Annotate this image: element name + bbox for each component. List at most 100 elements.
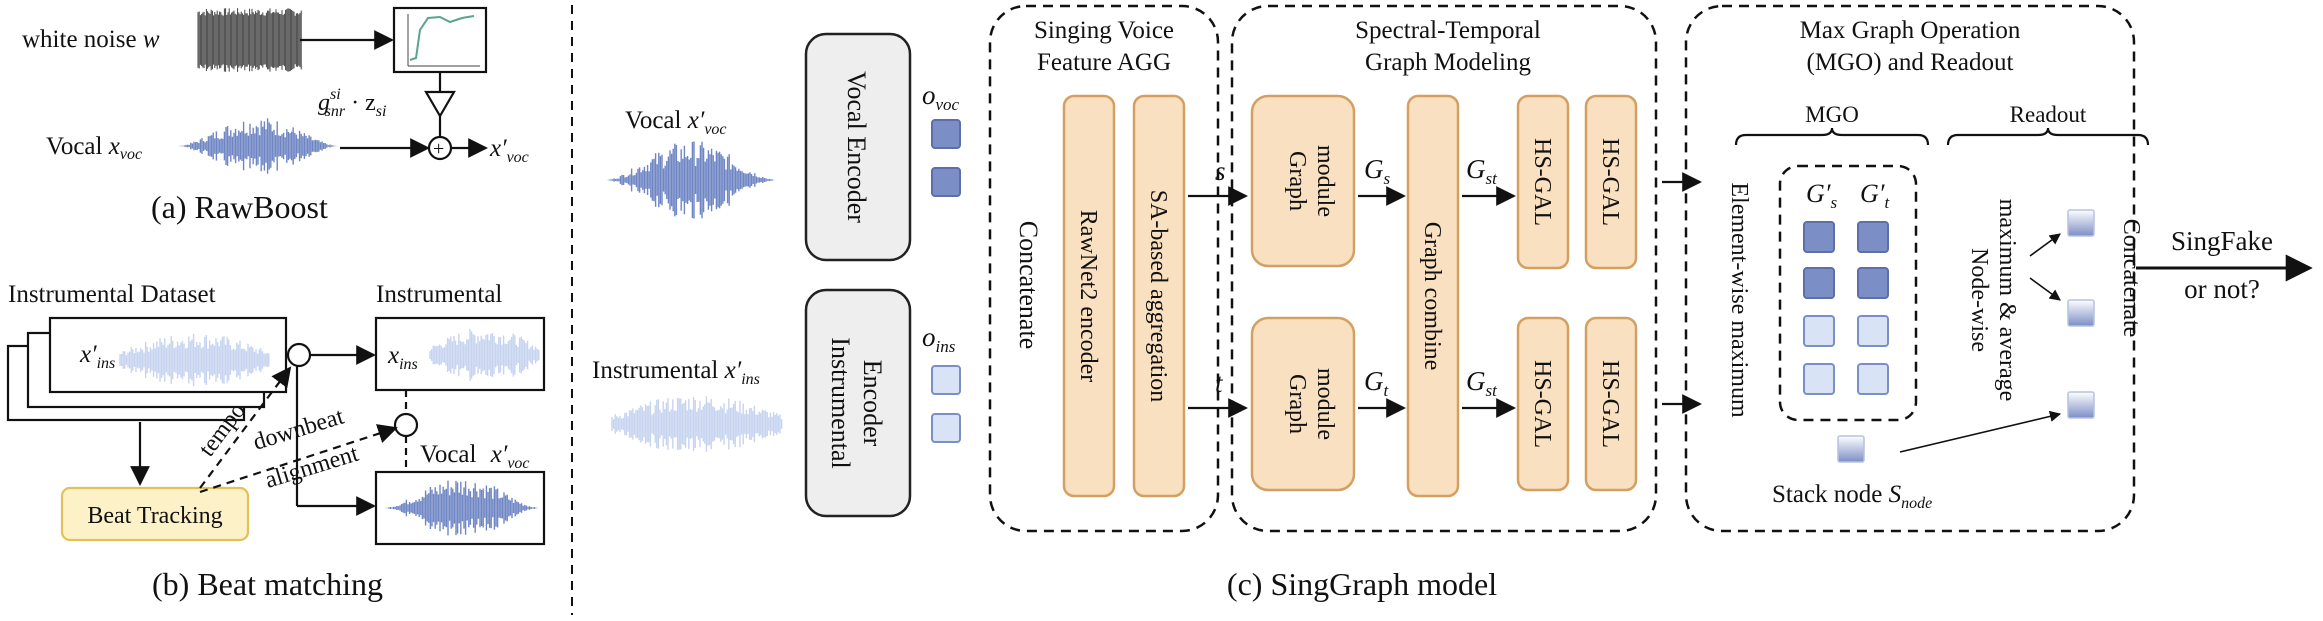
vocal-label-b: Vocal x′voc	[420, 441, 530, 472]
mgo-title-2: (MGO) and Readout	[1807, 49, 2014, 76]
vocal-input-waveform	[606, 141, 775, 219]
graph-module-temporal-label-2: module	[1312, 368, 1338, 440]
gs-node-4	[1803, 363, 1835, 395]
dataset-var: x′ins	[79, 341, 115, 372]
agg-title-1: Singing Voice	[1034, 17, 1174, 44]
stack-node-icon	[1837, 435, 1865, 463]
s-label: s	[1215, 156, 1226, 186]
instrumental-encoder-label-2: Encoder	[858, 360, 887, 447]
feature-agg-group	[988, 4, 1220, 533]
agg-title-2: Feature AGG	[1037, 49, 1171, 76]
hs-gal-top-1-label: HS-GAL	[1529, 138, 1555, 226]
instrumental-var: xins	[387, 342, 418, 373]
nodewise-label-1: Node-wise	[1966, 248, 1992, 352]
plus-sign: +	[433, 138, 444, 160]
readout-arrow-1	[2029, 233, 2061, 257]
sa-aggregation-label: SA-based aggregation	[1145, 190, 1171, 403]
mgo-readout-group	[1684, 4, 2136, 533]
readout-node-1	[2067, 209, 2095, 237]
rawnet2-encoder-box	[1062, 94, 1116, 498]
graph-module-spectral-box	[1250, 94, 1356, 268]
gt-label: Gt	[1364, 366, 1390, 400]
hs-gal-top-1-box	[1516, 94, 1570, 270]
graph-module-temporal-label-1: Graph	[1284, 374, 1310, 434]
hs-gal-top-2-box	[1584, 94, 1638, 270]
vocal-box	[374, 470, 546, 546]
vocal-encoder-label: Vocal Encoder	[842, 71, 871, 223]
gt-node-3	[1857, 315, 1889, 347]
stack-node-label: Stack node Snode	[1772, 481, 1932, 512]
gs-label: Gs	[1364, 154, 1391, 188]
readout-brace	[1946, 127, 2150, 146]
hs-gal-bottom-1-box	[1516, 316, 1570, 492]
vocal-input-c: Vocal x′voc	[625, 107, 727, 138]
graph-combine-label: Graph combine	[1419, 222, 1445, 371]
output-label-1: SingFake	[2171, 226, 2273, 256]
graph-module-temporal-box	[1250, 316, 1356, 492]
gt-prime-label: G′t	[1860, 179, 1890, 212]
beat-tracking-label: Beat Tracking	[87, 503, 222, 529]
beat-tracking-box	[60, 486, 250, 542]
mgo-brace	[1734, 127, 1930, 146]
o-voc-label: ovoc	[922, 80, 960, 114]
gst-label-bottom: Gst	[1466, 366, 1498, 400]
concatenate-left-label: Concatenate	[1014, 221, 1043, 350]
instrumental-waveform	[429, 329, 540, 381]
hs-gal-bottom-2-box	[1584, 316, 1638, 492]
tempo-node-icon	[286, 342, 312, 368]
concatenate-right-label: Concatenate	[2118, 219, 2144, 338]
gt-node-4	[1857, 363, 1889, 395]
stgm-title-2: Graph Modeling	[1365, 49, 1531, 76]
o-ins-feature-2	[931, 413, 961, 443]
caption-c: (c) SingGraph model	[1227, 566, 1497, 602]
mgo-node-group	[1778, 164, 1918, 422]
stack-to-readout-arrow	[1899, 410, 2062, 453]
caption-b: (b) Beat matching	[152, 566, 383, 602]
filter-response-plot	[407, 14, 480, 67]
instrumental-encoder-label-1: Instrumental	[826, 337, 855, 468]
hs-gal-bottom-2-label: HS-GAL	[1597, 360, 1623, 448]
rawnet2-encoder-label: RawNet2 encoder	[1075, 210, 1101, 383]
gs-node-1	[1803, 221, 1835, 253]
hs-gal-bottom-1-label: HS-GAL	[1529, 360, 1555, 448]
o-ins-label: oins	[922, 322, 956, 356]
sa-aggregation-box	[1132, 94, 1186, 498]
instrumental-label: Instrumental	[376, 281, 502, 308]
dataset-label: Instrumental Dataset	[8, 281, 216, 308]
gt-node-2	[1857, 267, 1889, 299]
o-voc-feature-1	[931, 119, 961, 149]
gt-node-1	[1857, 221, 1889, 253]
augmented-output-label: x′voc	[489, 135, 529, 166]
vocal-waveform-b	[384, 480, 539, 536]
gs-node-2	[1803, 267, 1835, 299]
caption-a: (a) RawBoost	[151, 189, 328, 225]
o-ins-feature-1	[931, 365, 961, 395]
vocal-input-label: Vocal xvoc	[46, 133, 142, 163]
panel-b-beat-matching: Instrumental Dataset x′ins Instrumental …	[6, 281, 546, 602]
gst-label-top: Gst	[1466, 154, 1498, 188]
t-label: t	[1215, 368, 1224, 398]
elementwise-label: Element-wise maximum	[1726, 182, 1752, 418]
white-noise-label: white noise w	[22, 26, 160, 53]
graph-module-spectral-label-1: Graph	[1284, 151, 1310, 211]
vocal-encoder-box	[804, 32, 912, 262]
output-label-2: or not?	[2184, 274, 2260, 304]
gain-amplifier-icon	[424, 90, 456, 119]
vocal-waveform	[178, 118, 338, 174]
downbeat-node-icon	[393, 412, 419, 438]
instrumental-encoder-box	[804, 288, 912, 518]
panel-c-singgraph: Vocal x′voc Instrumental x′ins Vocal Enc…	[592, 4, 2313, 602]
white-noise-waveform	[197, 8, 302, 72]
graph-module-spectral-label-2: module	[1312, 145, 1338, 217]
graph-combine-box	[1406, 94, 1460, 498]
stgm-title-1: Spectral-Temporal	[1355, 17, 1541, 44]
instrumental-input-waveform	[611, 396, 783, 452]
hs-gal-top-2-label: HS-GAL	[1597, 138, 1623, 226]
readout-node-2	[2067, 299, 2095, 327]
tempo-dashed-arrow	[199, 366, 292, 489]
mgo-label: MGO	[1805, 102, 1859, 127]
o-voc-feature-2	[931, 167, 961, 197]
